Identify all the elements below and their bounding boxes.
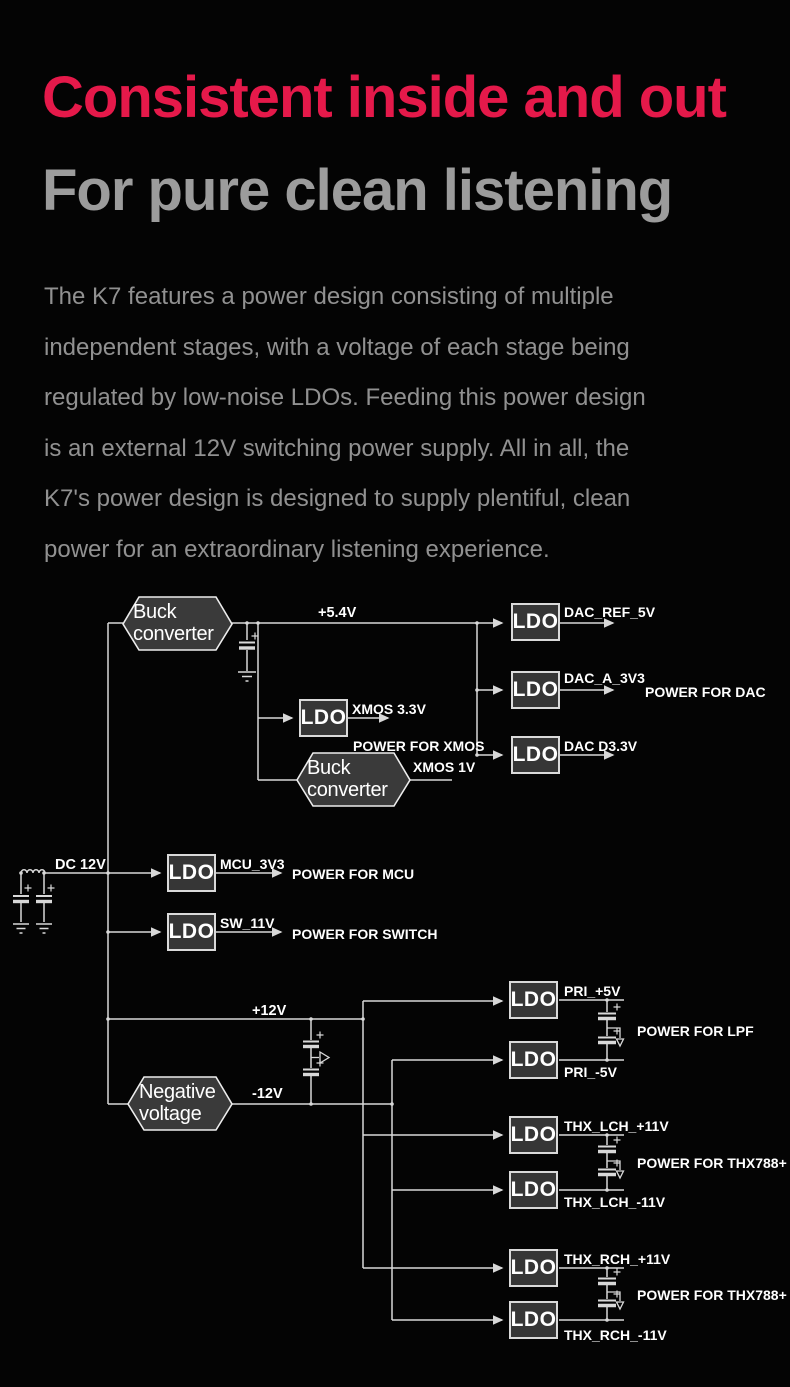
arrow-right-icon <box>311 1050 331 1065</box>
net-label-sw-11v: SW_11V <box>220 915 275 931</box>
capacitor-icons <box>13 623 621 1308</box>
net-label-plus-12v: +12V <box>252 1003 287 1019</box>
ldo-dac-a: LDO <box>511 671 560 709</box>
ldo-thx-lch-neg: LDO <box>509 1171 558 1209</box>
net-label-thx-lch-p11v: THX_LCH_+11V <box>564 1118 669 1134</box>
net-label-dac-d3v3: DAC D3.3V <box>564 738 638 754</box>
ldo-switch: LDO <box>167 913 216 951</box>
capacitor-icon <box>36 873 55 922</box>
net-label-xmos-1v: XMOS 1V <box>413 759 476 775</box>
capacitor-icon <box>598 1136 621 1177</box>
inductor-icon <box>20 869 46 874</box>
ldo-pri-neg: LDO <box>509 1041 558 1079</box>
net-label-dac-a-3v3: DAC_A_3V3 <box>564 670 645 686</box>
net-label-dac-ref-5v: DAC_REF_5V <box>564 604 656 620</box>
ldo-pri-pos: LDO <box>509 981 558 1019</box>
annotation-power-for-thx788-rch: POWER FOR THX788+ <box>637 1287 787 1303</box>
annotation-power-for-thx788-lch: POWER FOR THX788+ <box>637 1155 787 1171</box>
buck-converter-1-shape <box>122 596 233 651</box>
ground-icon <box>13 923 29 934</box>
junction-dots <box>19 621 609 1322</box>
negative-voltage-label: Negative voltage <box>139 1081 216 1125</box>
output-arrow-icons <box>311 1027 625 1311</box>
ldo-xmos: LDO <box>299 699 348 737</box>
page-title: Consistent inside and out <box>42 65 727 130</box>
input-label-dc-12v: DC 12V <box>55 857 106 873</box>
net-label-minus-12v: -12V <box>252 1086 283 1102</box>
arrow-down-icon <box>607 1027 625 1048</box>
annotation-power-for-lpf: POWER FOR LPF <box>637 1023 754 1039</box>
ldo-mcu: LDO <box>167 854 216 892</box>
net-label-mcu-3v3: MCU_3V3 <box>220 856 285 872</box>
wires <box>45 618 624 1325</box>
ldo-thx-lch-pos: LDO <box>509 1116 558 1154</box>
annotation-power-for-xmos: POWER FOR XMOS <box>353 738 485 754</box>
net-label-plus-5v4: +5.4V <box>318 605 357 621</box>
arrow-down-icon <box>607 1160 625 1180</box>
annotation-power-for-dac: POWER FOR DAC <box>645 684 766 700</box>
ldo-thx-rch-pos: LDO <box>509 1249 558 1287</box>
ground-icon <box>238 671 256 682</box>
net-label-pri-p5v: PRI_+5V <box>564 983 621 999</box>
annotation-power-for-mcu: POWER FOR MCU <box>292 866 415 882</box>
buck-converter-1-label: Buck converter <box>133 601 214 645</box>
ldo-dac-ref: LDO <box>511 603 560 641</box>
ground-icon <box>36 923 52 934</box>
ldo-dac-d: LDO <box>511 736 560 774</box>
net-label-thx-lch-n11v: THX_LCH_-11V <box>564 1194 666 1210</box>
net-label-thx-rch-n11v: THX_RCH_-11V <box>564 1327 667 1343</box>
net-label-pri-n5v: PRI_-5V <box>564 1064 617 1080</box>
buck-converter-2-shape <box>296 752 411 807</box>
intro-paragraph: The K7 features a power design consistin… <box>44 283 646 563</box>
net-label-thx-rch-p11v: THX_RCH_+11V <box>564 1251 671 1267</box>
hexagon-blocks <box>122 596 411 1131</box>
capacitor-icon <box>598 1268 621 1308</box>
ldo-thx-rch-neg: LDO <box>509 1301 558 1339</box>
ground-icons <box>13 671 256 934</box>
negative-voltage-shape <box>127 1076 233 1131</box>
annotation-power-for-switch: POWER FOR SWITCH <box>292 926 438 942</box>
capacitor-icon <box>239 623 259 671</box>
page-subtitle: For pure clean listening <box>42 158 673 223</box>
buck-converter-2-label: Buck converter <box>307 757 388 801</box>
capacitor-icon <box>13 873 32 922</box>
capacitor-icon <box>598 1003 621 1045</box>
net-label-xmos-3v3: XMOS 3.3V <box>352 701 426 717</box>
arrow-down-icon <box>607 1291 625 1311</box>
